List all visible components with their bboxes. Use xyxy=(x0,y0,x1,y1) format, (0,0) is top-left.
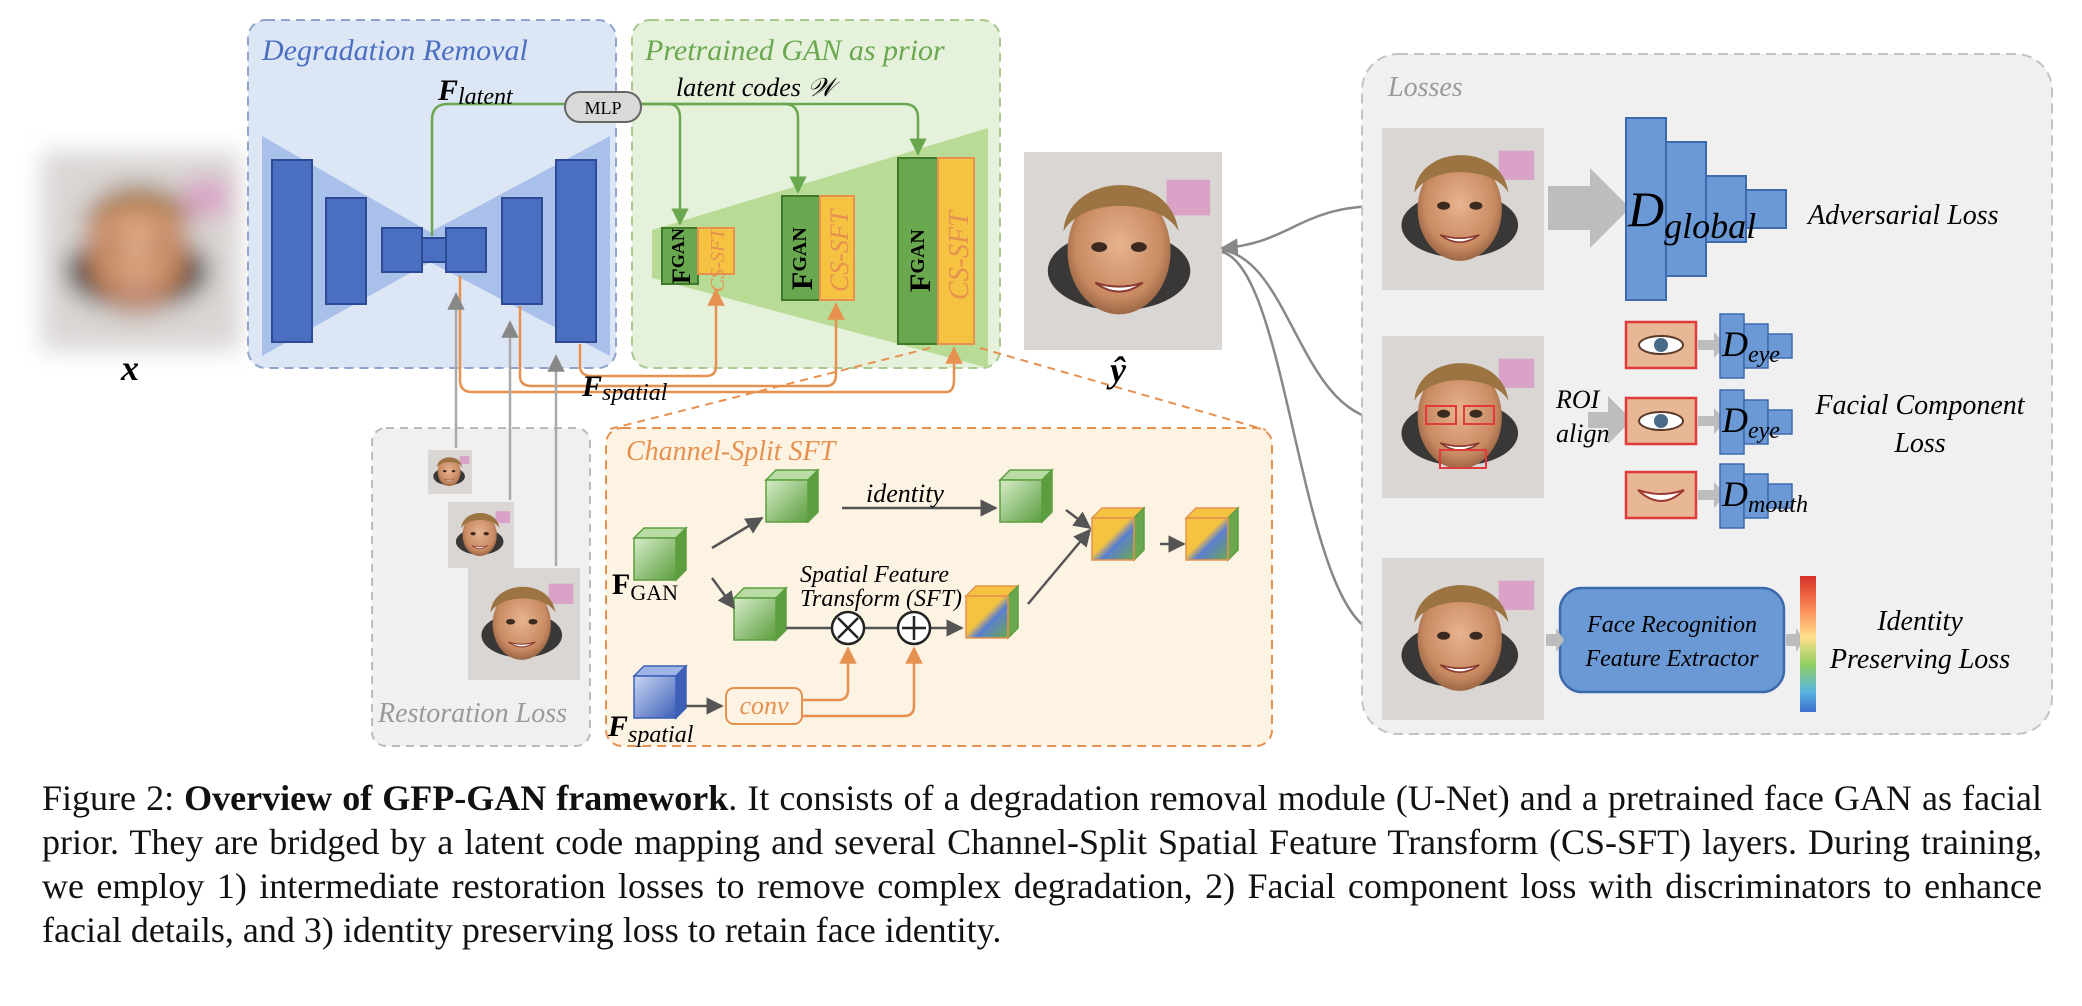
sft-label-line1: Spatial Feature xyxy=(800,562,949,588)
restoration-loss-panel: Restoration Loss xyxy=(371,427,591,747)
latent-codes-label: latent codes 𝒲 xyxy=(676,73,840,102)
channel-split-sft-panel: Channel-Split SFT xyxy=(605,427,1273,748)
eye-crop-2 xyxy=(1624,396,1698,446)
gan-blocks xyxy=(661,157,975,345)
d-eye-label-2: Deye xyxy=(1721,400,1780,444)
sft-fspatial-label: Fspatial xyxy=(607,710,694,748)
input-label: x xyxy=(120,348,139,388)
degradation-removal-title: Degradation Removal xyxy=(261,34,528,67)
fgan-label-1: FGAN xyxy=(667,228,696,284)
caption-body: . It consists of a degradation removal m… xyxy=(42,778,2043,950)
gfpgan-diagram: x Degradation Removal Pretrained GAN as … xyxy=(41,19,2053,748)
unet-encoder-blocks xyxy=(271,159,597,343)
restoration-face-small xyxy=(427,449,473,495)
d-mouth-block xyxy=(1719,463,1793,529)
eye-crop-1 xyxy=(1624,320,1698,370)
output-image xyxy=(1023,151,1223,351)
fspatial-cube xyxy=(633,665,687,719)
adversarial-loss-label: Adversarial Loss xyxy=(1806,200,1999,231)
loss-face-adversarial xyxy=(1381,127,1545,291)
identity-label: identity xyxy=(866,479,944,508)
feature-vector-bar xyxy=(1800,576,1816,712)
latent-code-arrows xyxy=(430,102,927,236)
facial-component-line2: Loss xyxy=(1893,428,1945,459)
sft-fgan-label: FGAN xyxy=(612,568,678,605)
roi-line2: align xyxy=(1556,419,1609,448)
face-recognition-box: Face Recognition Feature Extractor xyxy=(1558,586,1786,694)
arrow-to-feature xyxy=(1786,628,1804,652)
fgan-label-3: FGAN xyxy=(904,229,937,292)
output-label: ŷ xyxy=(1106,350,1127,390)
facial-component-line1: Facial Component xyxy=(1814,390,2025,421)
conv-arrows xyxy=(802,646,923,718)
sft-flow-arrows xyxy=(686,499,1186,715)
input-image xyxy=(41,151,241,351)
pretrained-gan-panel: Pretrained GAN as prior FGAN CS-SFT FGAN… xyxy=(631,19,1001,369)
d-global-block xyxy=(1625,117,1787,301)
cs-sft-label-2: CS-SFT xyxy=(825,208,854,292)
losses-panel: Losses Dglobal Adversarial Loss ROI alig… xyxy=(1361,53,2053,735)
svg-text:Feature Extractor: Feature Extractor xyxy=(1584,646,1759,672)
losses-title: Losses xyxy=(1387,72,1463,103)
identity-loss-line1: Identity xyxy=(1876,606,1963,637)
f-latent-label: Flatent xyxy=(437,74,514,110)
restoration-loss-title: Restoration Loss xyxy=(377,698,567,729)
fgan-label-2: FGAN xyxy=(786,227,819,290)
cs-sft-label-1: CS-SFT xyxy=(707,227,729,292)
d-eye-block-1 xyxy=(1719,313,1793,379)
degradation-removal-panel: Degradation Removal xyxy=(247,19,617,369)
restoration-face-large xyxy=(467,567,581,681)
restoration-face-medium xyxy=(447,501,515,569)
pretrained-gan-title: Pretrained GAN as prior xyxy=(644,34,945,67)
concat-cube-a xyxy=(1091,507,1145,561)
spatial-feature-arrows xyxy=(458,276,963,394)
f-spatial-label: Fspatial xyxy=(581,370,668,406)
sft-out-cube xyxy=(965,585,1019,639)
svg-text:MLP: MLP xyxy=(584,98,621,118)
big-arrow-roi xyxy=(1588,396,1632,444)
svg-text:Face Recognition: Face Recognition xyxy=(1586,612,1757,638)
caption-bold: Overview of GFP-GAN framework xyxy=(184,778,729,818)
channel-split-sft-title: Channel-Split SFT xyxy=(626,436,838,467)
loss-face-identity xyxy=(1381,557,1545,721)
figure-caption: Figure 2: Overview of GFP-GAN framework.… xyxy=(42,776,2042,952)
cs-sft-label-3: CS-SFT xyxy=(944,209,975,300)
zoom-lines xyxy=(605,347,1267,431)
add-op xyxy=(896,610,932,646)
crop-arrows xyxy=(1698,332,1726,508)
output-to-losses-lines xyxy=(1220,204,1381,636)
mlp-box: MLP xyxy=(564,91,642,123)
svg-text:conv: conv xyxy=(739,691,789,720)
concat-cube-b xyxy=(1185,507,1239,561)
mouth-crop xyxy=(1624,470,1698,520)
d-mouth-label: Dmouth xyxy=(1721,474,1808,518)
identity-split-cube xyxy=(765,469,819,523)
sft-split-cube xyxy=(733,587,787,641)
d-eye-label-1: Deye xyxy=(1721,324,1780,368)
fgan-cube xyxy=(633,527,687,581)
big-arrow-adversarial xyxy=(1548,168,1630,248)
sft-label-line2: Transform (SFT) xyxy=(800,586,962,612)
restoration-arrows xyxy=(447,292,565,566)
d-global-label: Dglobal xyxy=(1627,181,1756,246)
identity-loss-line2: Preserving Loss xyxy=(1829,644,2010,675)
roi-line1: ROI xyxy=(1555,385,1601,414)
roi-boxes xyxy=(1425,405,1495,469)
identity-out-cube xyxy=(999,469,1053,523)
arrow-to-extractor xyxy=(1546,628,1564,652)
d-eye-block-2 xyxy=(1719,389,1793,455)
caption-prefix: Figure 2: xyxy=(42,778,185,818)
conv-box: conv xyxy=(725,687,803,725)
multiply-op xyxy=(830,610,866,646)
